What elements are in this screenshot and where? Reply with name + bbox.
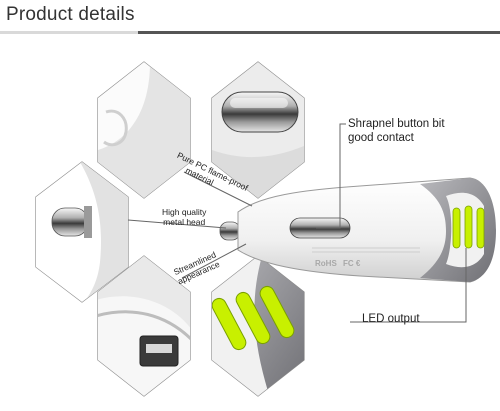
hex-usb-closeup xyxy=(97,255,191,397)
led-strip-2 xyxy=(464,205,473,249)
fc-ce-mark: FC € xyxy=(343,259,361,268)
callout-shrapnel-line2: good contact xyxy=(348,132,414,144)
callout-shrapnel-line1: Shrapnel button bit xyxy=(348,118,445,130)
hex-body-closeup xyxy=(97,61,191,199)
callout-metal-head-line2: metal head xyxy=(163,217,206,227)
led-strip-3 xyxy=(476,207,485,249)
callout-led-output: LED output xyxy=(362,313,420,325)
hex-led-closeup xyxy=(211,255,305,397)
title-divider xyxy=(0,31,500,34)
callout-shrapnel: Shrapnel button bit good contact xyxy=(348,117,445,145)
callout-metal-head: High quality metal head xyxy=(162,207,206,227)
car-charger: RoHS FC € xyxy=(219,177,496,283)
title-divider-accent xyxy=(0,31,138,34)
page-title: Product details xyxy=(6,4,135,25)
callout-metal-head-line1: High quality xyxy=(162,207,207,217)
hex-metal-head-closeup xyxy=(35,161,129,303)
product-illustration: RoHS FC € xyxy=(35,61,496,397)
charger-metal-tip xyxy=(219,221,241,241)
leader-lines xyxy=(127,123,467,323)
led-strip-1 xyxy=(452,207,461,249)
rohs-mark: RoHS xyxy=(315,259,337,268)
